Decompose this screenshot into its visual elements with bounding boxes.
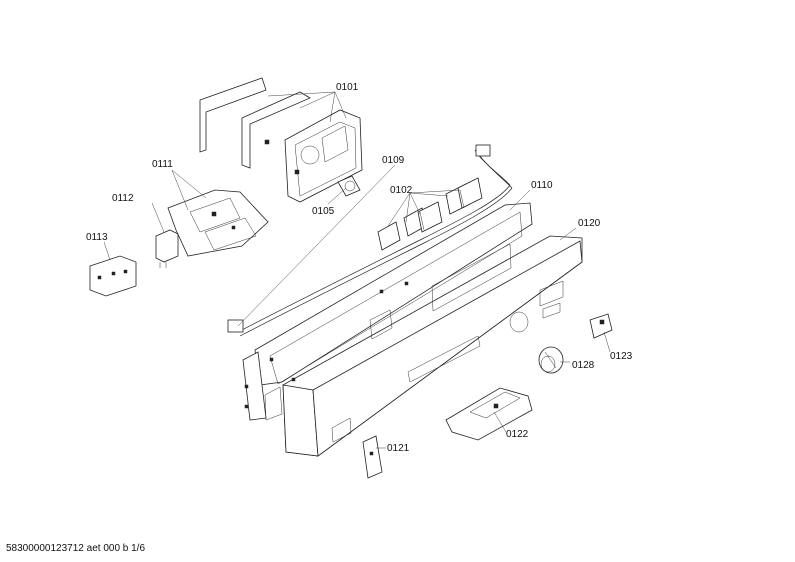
part-0120-front-panel — [282, 235, 583, 457]
part-0101-electronic-module — [199, 77, 363, 203]
label-0101: 0101 — [336, 82, 359, 93]
part-0105-encoder — [337, 175, 361, 197]
label-0112: 0112 — [112, 193, 134, 204]
label-0109: 0109 — [382, 155, 405, 166]
part-0110-rear-frame — [242, 202, 533, 421]
part-0109-cable-harness — [227, 144, 513, 337]
part-0121-latch — [362, 435, 383, 479]
label-0128: 0128 — [572, 360, 595, 371]
part-0102-connectors — [377, 177, 483, 251]
part-0123-clip — [589, 313, 613, 339]
document-id: 58300000123712 aet 000 b 1/6 — [6, 543, 146, 554]
label-0123: 0123 — [610, 351, 633, 362]
leader-lines — [103, 91, 611, 449]
label-0102: 0102 — [390, 185, 413, 196]
part-0122-drawer — [445, 387, 533, 441]
label-0110: 0110 — [531, 180, 553, 191]
part-0128-knob — [538, 346, 564, 374]
part-0111-bracket — [167, 189, 269, 257]
part-labels: 0101 0105 0109 0102 0110 0111 0112 0113 … — [86, 82, 633, 454]
label-0113: 0113 — [86, 232, 108, 243]
label-0120: 0120 — [578, 218, 601, 229]
part-0112-capacitor — [155, 229, 179, 268]
label-0121: 0121 — [387, 443, 410, 454]
label-0105: 0105 — [312, 206, 335, 217]
label-0111: 0111 — [152, 159, 173, 170]
label-0122: 0122 — [506, 429, 529, 440]
part-0113-relay — [89, 255, 137, 297]
